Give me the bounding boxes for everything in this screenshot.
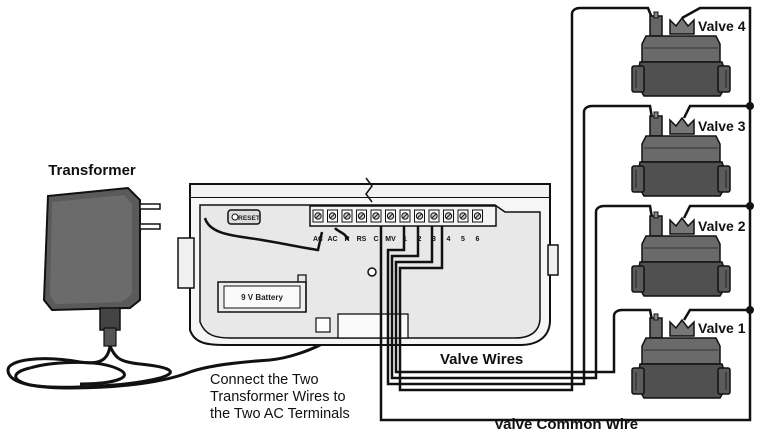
terminal-screw[interactable] — [370, 209, 382, 223]
valve: Valve 1 — [631, 313, 746, 399]
connect-instruction-line2: Transformer Wires to — [210, 389, 346, 405]
terminal-screw[interactable] — [327, 209, 338, 223]
terminal-screw[interactable] — [356, 209, 367, 223]
terminal-label: 3 — [432, 236, 436, 243]
terminal-label: 6 — [476, 236, 480, 243]
terminal-screw[interactable] — [399, 209, 411, 223]
valve-common-wire-label: Valve Common Wire — [494, 416, 638, 433]
terminal-screw[interactable] — [341, 209, 353, 223]
ac-wires — [203, 217, 350, 252]
valve-wires — [379, 6, 752, 422]
controller-right-hinge — [547, 244, 559, 276]
valve-label: Valve 3 — [698, 118, 746, 134]
plug-prong-bottom — [139, 223, 161, 230]
transformer — [42, 186, 161, 347]
terminal-screws — [312, 209, 483, 223]
connect-instruction-line1: Connect the Two — [210, 372, 319, 388]
valves: Valve 4 Valve 3 Valve 2 Valve 1 — [631, 11, 746, 399]
terminal-label: AC — [313, 236, 323, 243]
connect-instruction-line3: the Two AC Terminals — [210, 406, 350, 422]
terminal-label: 2 — [418, 236, 422, 243]
terminal-screw[interactable] — [414, 209, 425, 223]
valve-label: Valve 1 — [698, 320, 746, 336]
reset-button[interactable] — [227, 209, 261, 225]
valve-label: Valve 2 — [698, 218, 746, 234]
terminal-screw[interactable] — [472, 209, 483, 223]
terminal-label: MV — [385, 236, 396, 243]
terminal-label: 5 — [461, 236, 465, 243]
plug-prong-top — [139, 203, 161, 210]
common-wire-splices — [746, 102, 754, 314]
mount-screw — [367, 267, 377, 277]
reset-icon — [231, 213, 239, 221]
terminal-screw[interactable] — [385, 209, 396, 223]
terminal-label: RS — [357, 236, 367, 243]
terminal-label: AC — [327, 236, 337, 243]
terminal-screw[interactable] — [457, 209, 469, 223]
valve-label: Valve 4 — [698, 18, 746, 34]
transformer-label: Transformer — [48, 162, 136, 179]
valve-wires-label: Valve Wires — [440, 351, 523, 368]
battery-label: 9 V Battery — [241, 293, 283, 302]
terminal-screw[interactable] — [443, 209, 454, 223]
valve: Valve 4 — [631, 11, 746, 97]
reset-label: RESET — [238, 215, 260, 222]
controller-left-hinge — [177, 237, 195, 289]
terminal-screw[interactable] — [312, 209, 324, 223]
valve: Valve 2 — [631, 211, 746, 297]
terminal-label: C — [373, 236, 378, 243]
terminal-screw[interactable] — [428, 209, 440, 223]
valve: Valve 3 — [631, 111, 746, 197]
terminal-label: 4 — [447, 236, 451, 243]
